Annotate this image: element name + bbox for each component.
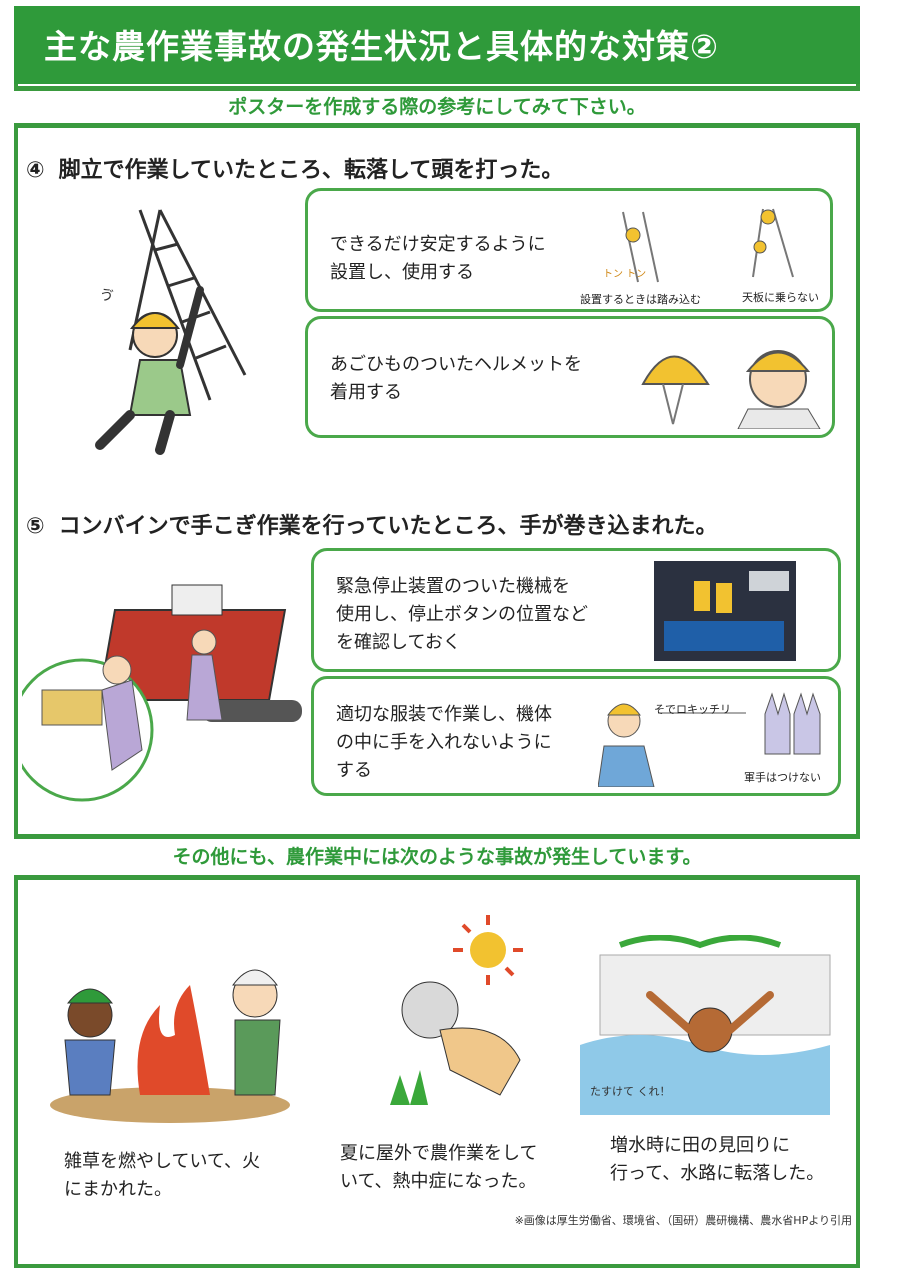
case5-heading-text: コンバインで手こぎ作業を行っていたところ、手が巻き込まれた。 (58, 514, 718, 539)
case4-heading: ④ 脚立で作業していたところ、転落して頭を打った。 (26, 152, 563, 184)
case5-tip1-line1: 緊急停止装置のついた機械を (336, 576, 570, 597)
case4-tip1-line1: できるだけ安定するように (330, 234, 546, 255)
other-caption-water: 増水時に田の見回りに 行って、水路に転落した。 (610, 1132, 824, 1188)
case4-tip1: できるだけ安定するように 設置し、使用する トン トン 設置するときは踏み込む … (305, 188, 833, 312)
helmet-illustration (641, 350, 821, 429)
other-caption-heat-line2: いて、熱中症になった。 (340, 1171, 537, 1192)
case4-tip2-line1: あごひものついたヘルメットを (330, 354, 582, 375)
gloves-illustration (764, 692, 821, 755)
grass-fire-illustration (50, 969, 290, 1123)
combine-illustration (22, 584, 302, 802)
case4-heading-text: 脚立で作業していたところ、転落して頭を打った。 (58, 158, 564, 183)
case5-tip2: 適切な服装で作業し、機体 の中に手を入れないように する そでロキッチリ 軍手は… (311, 676, 841, 796)
case5-number: ⑤ (26, 514, 45, 539)
image-credit: ※画像は厚生労働省、環境省、（国研）農研機構、農水省HPより引用 (514, 1214, 852, 1227)
case5-tip2-line2: の中に手を入れないように (336, 732, 552, 753)
ladder-top-illustration (752, 208, 794, 278)
case5-tip1: 緊急停止装置のついた機械を 使用し、停止ボタンの位置など を確認しておく (311, 548, 841, 672)
stop-button-photo (654, 561, 796, 661)
case5-tip1-line3: を確認しておく (336, 632, 461, 653)
help-sfx: たすけて くれ！ (590, 1085, 671, 1098)
poster-note-banner: ポスターを作成する際の参考にしてみて下さい。 (14, 86, 860, 128)
case5-tip1-line2: 使用し、停止ボタンの位置など (336, 604, 588, 625)
case5-heading: ⑤ コンバインで手こぎ作業を行っていたところ、手が巻き込まれた。 (26, 508, 718, 540)
other-caption-fire-line1: 雑草を燃やしていて、火 (64, 1151, 261, 1172)
case4-tip2-line2: 着用する (330, 382, 402, 403)
other-caption-water-line2: 行って、水路に転落した。 (610, 1163, 825, 1184)
other-note-banner: その他にも、農作業中には次のような事故が発生しています。 (14, 834, 860, 880)
other-caption-fire-line2: にまかれた。 (64, 1179, 172, 1200)
ladder-stable-illustration: トン トン (603, 211, 659, 283)
title-bar: 主な農作業事故の発生状況と具体的な対策② (14, 6, 860, 84)
ladder-fall-illustration: ゔ (95, 209, 247, 455)
case4-tip2: あごひものついたヘルメットを 着用する (305, 316, 835, 438)
case5-tip2-line1: 適切な服装で作業し、機体 (336, 704, 552, 725)
case4-number: ④ (26, 158, 45, 183)
gloves-caption: 軍手はつけない (744, 771, 821, 784)
svg-text:ゔ: ゔ (100, 288, 114, 304)
case4-caption-no-top: 天板に乗らない (742, 291, 819, 304)
poster-note: ポスターを作成する際の参考にしてみて下さい。 (228, 96, 646, 118)
case5-tip2-line3: する (336, 760, 372, 781)
other-note: その他にも、農作業中には次のような事故が発生しています。 (172, 846, 702, 868)
clothing-illustration (598, 703, 746, 787)
tap-sfx: トン トン (603, 269, 646, 280)
case4-caption-step-in: 設置するときは踏み込む (580, 293, 701, 306)
waterway-fall-illustration: たすけて くれ！ (580, 935, 831, 1115)
other-caption-water-line1: 増水時に田の見回りに (610, 1135, 790, 1156)
page-title: 主な農作業事故の発生状況と具体的な対策② (44, 27, 719, 66)
sleeve-caption: そでロキッチリ (654, 703, 731, 716)
case4-tip1-line2: 設置し、使用する (330, 262, 474, 283)
other-caption-heat: 夏に屋外で農作業をして いて、熱中症になった。 (340, 1140, 537, 1196)
heatstroke-illustration (390, 915, 523, 1105)
other-caption-fire: 雑草を燃やしていて、火 にまかれた。 (64, 1148, 260, 1204)
other-caption-heat-line1: 夏に屋外で農作業をして (340, 1143, 538, 1164)
